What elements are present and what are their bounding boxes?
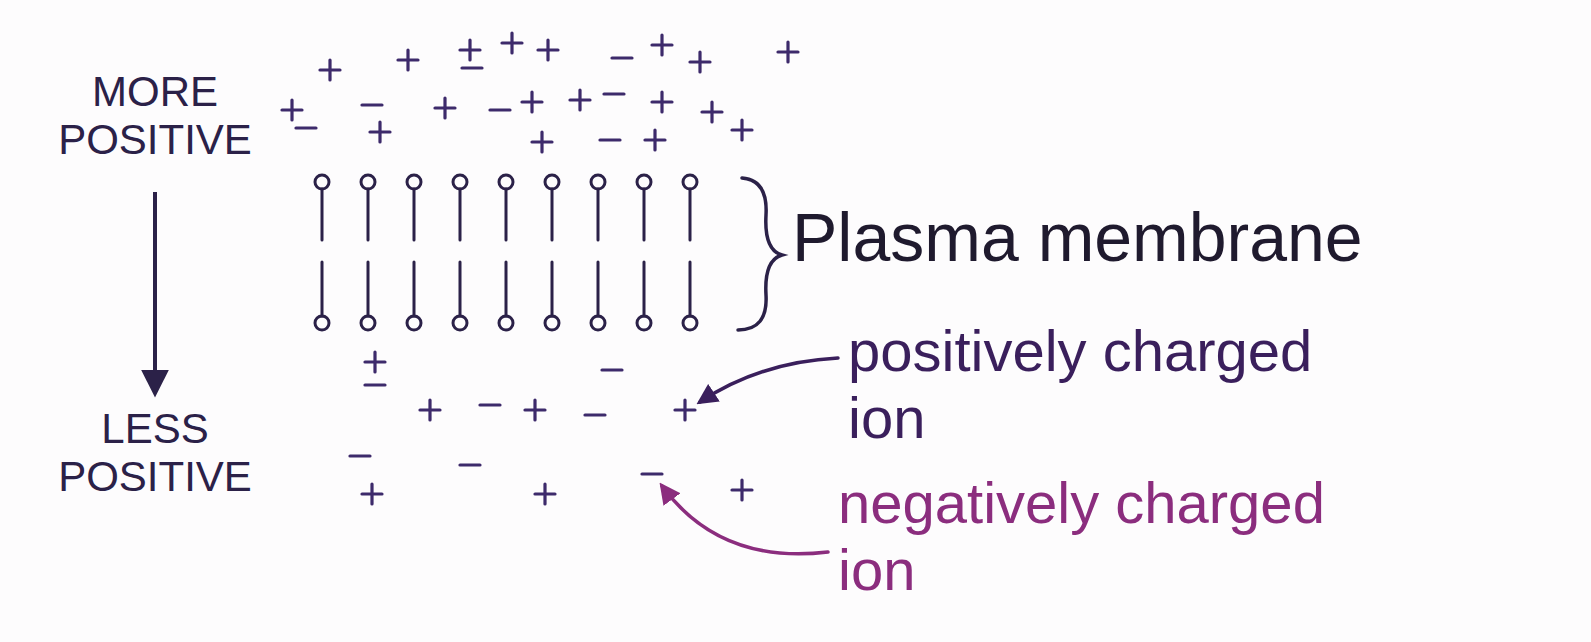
positive-ion [698,52,701,72]
lipid-tail [413,189,416,240]
lipid-head [683,316,697,330]
lipid-tail [367,189,370,240]
negative-ion [460,463,480,466]
positive-ion [328,60,331,80]
positive-ion [290,100,293,120]
positive-ion [546,40,549,60]
lipid-tail [551,189,554,240]
positive-ion [406,50,409,70]
positive-ion [533,400,536,420]
positive-ion [660,35,663,55]
positive-ion [543,484,546,504]
lipid-tail [459,262,462,316]
negative-ion [612,56,632,59]
gradient-arrow [153,192,157,392]
lipid-head [637,316,651,330]
positive-ion [530,92,533,112]
membrane-brace [738,178,782,330]
positive-ion [443,98,446,118]
lipid-head [499,175,513,189]
lipid-tail [505,189,508,240]
negative-ion-leader [662,486,828,554]
negative-ion [490,108,510,111]
lipid-tail [367,262,370,316]
negative-ion [365,383,385,386]
lipid-tail [689,189,692,240]
positive-ion [740,120,743,140]
lipid-head [683,175,697,189]
lipid-tail [321,262,324,316]
lipid-tail [413,262,416,316]
positive-ion [370,484,373,504]
negative-ion [350,454,370,457]
lipid-head [591,316,605,330]
positive-ion [683,400,686,420]
ion-symbols [282,33,798,504]
positive-ion-leader [700,358,838,402]
negative-ion [600,138,620,141]
lipid-tail [597,262,600,316]
negative-ion [585,413,605,416]
positive-ion [740,480,743,500]
negative-ion [642,472,662,475]
gradient-label: MORE POSITIVE [30,68,280,165]
lipid-head [315,316,329,330]
positive-ion [660,92,663,112]
positive-ion [653,130,656,150]
lipid-head [407,175,421,189]
lipid-tail [505,262,508,316]
positive-ion [510,33,513,53]
lipid-tail [643,189,646,240]
lipid-head [545,175,559,189]
negative-ion [602,368,622,371]
gradient-label: LESS POSITIVE [30,405,280,502]
lipid-head [499,316,513,330]
lipid-head [315,175,329,189]
phospholipid-bilayer [315,175,697,330]
lipid-head [407,316,421,330]
positive-ion [378,122,381,142]
positive-ion [428,400,431,420]
positive-ion [578,90,581,110]
lipid-head [361,316,375,330]
negative-ion [462,66,482,69]
positive-ion [373,352,376,372]
lipid-head [591,175,605,189]
lipid-tail [551,262,554,316]
lipid-head [545,316,559,330]
negative-ion [362,103,382,106]
ion-label: negatively charged ion [838,470,1360,603]
lipid-tail [643,262,646,316]
lipid-head [453,316,467,330]
lipid-tail [597,189,600,240]
ion-label: positively charged ion [848,318,1370,451]
positive-ion [468,40,471,60]
lipid-head [453,175,467,189]
positive-ion [710,102,713,122]
lipid-tail [689,262,692,316]
positive-ion [786,42,789,62]
negative-ion [604,92,624,95]
negative-ion [296,126,316,129]
membrane-label: Plasma membrane [792,198,1552,276]
negative-ion [480,403,500,406]
lipid-head [361,175,375,189]
lipid-tail [321,189,324,240]
positive-ion [540,132,543,152]
lipid-head [637,175,651,189]
lipid-tail [459,189,462,240]
